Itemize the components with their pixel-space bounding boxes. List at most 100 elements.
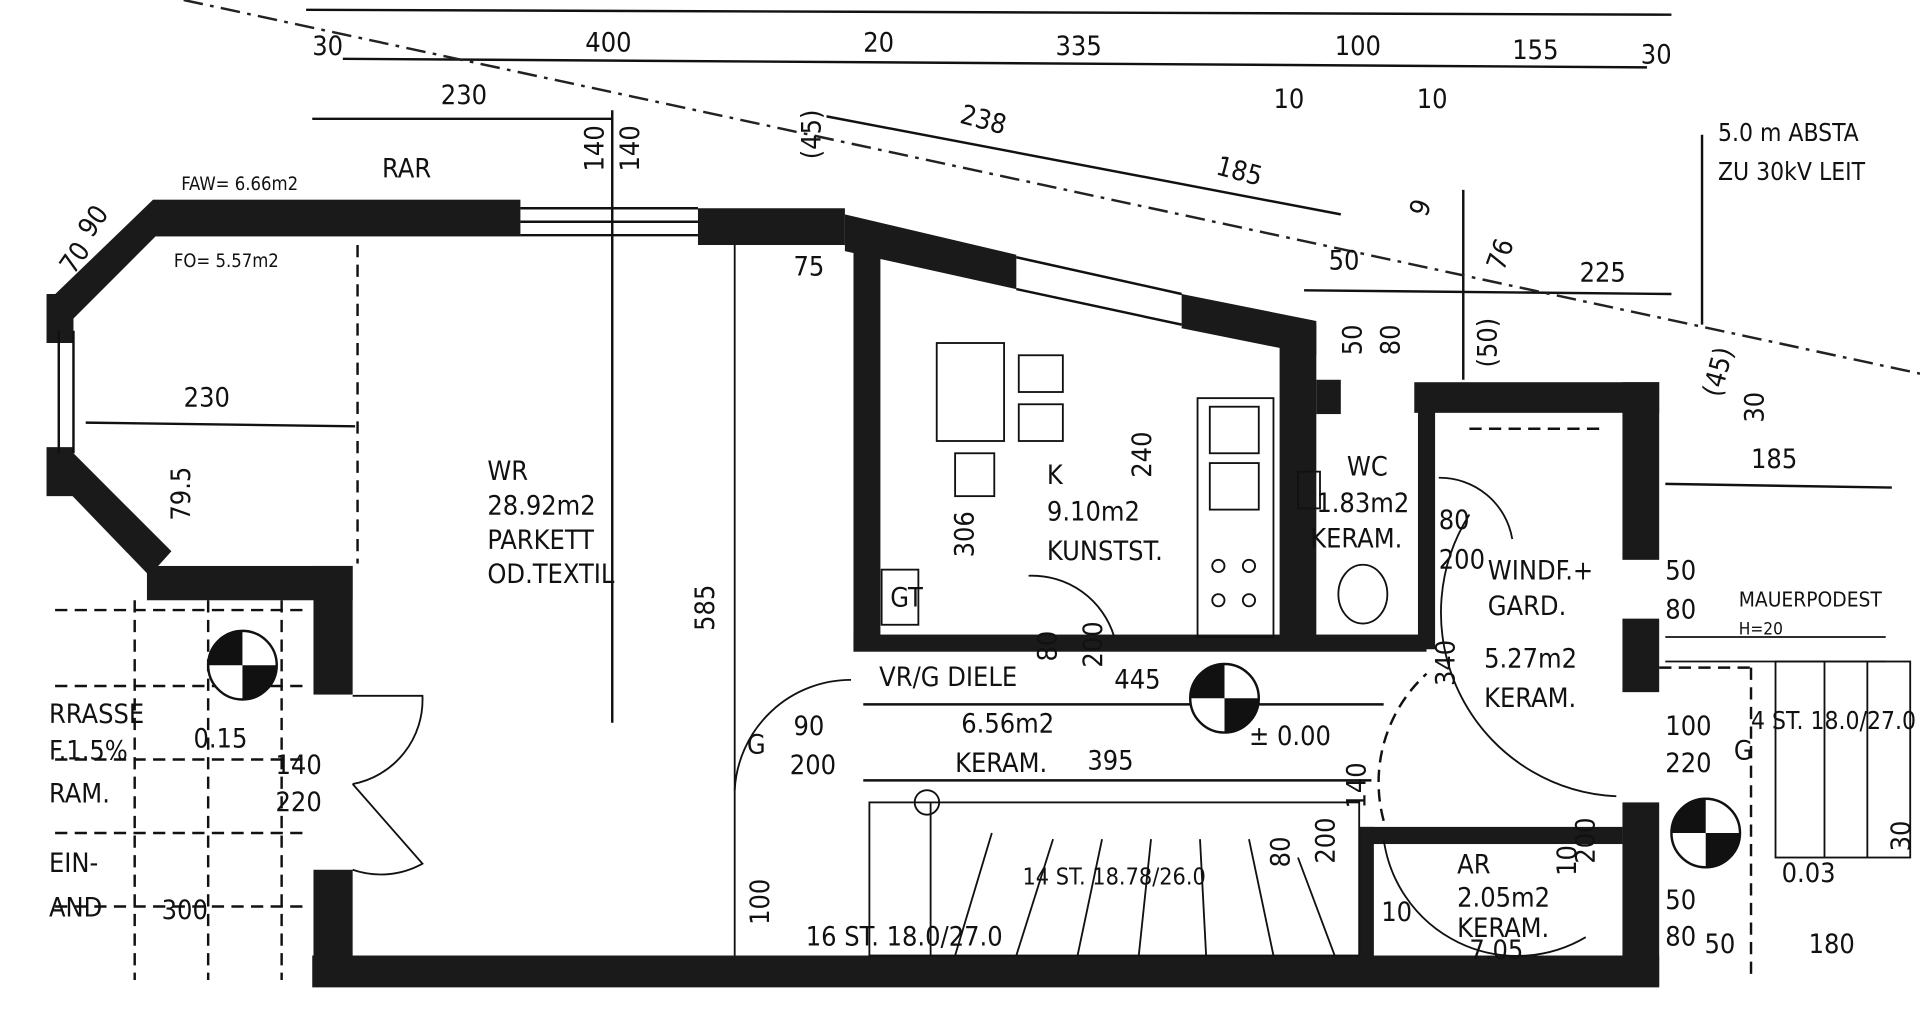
faw-label: FAW= 6.66m2 [181,174,298,195]
room-wr-area: 28.92m2 [487,491,595,522]
dimension-label: 30 [1886,821,1917,852]
room-wr-floor: PARKETT [487,525,594,556]
dimension-label: 140 [580,125,611,171]
dimension-label: 200 [790,750,836,781]
mauerpodest-height: H=20 [1739,620,1783,640]
dimension-label: 10 [1417,84,1448,115]
room-labels: WR 28.92m2 PARKETT OD.TEXTIL K 9.10m2 KU… [49,451,1593,944]
left-note-1: EIN- [49,848,98,879]
room-k-area: 9.10m2 [1047,497,1140,528]
dimension-label: 30 [1739,392,1770,423]
dimension-label: G [1734,736,1753,767]
dimension-label: 100 [1665,711,1711,742]
room-windf-name2: GARD. [1488,591,1567,622]
dimension-label: 395 [1087,745,1133,776]
dimension-label: 140 [615,125,646,171]
dimension-label: 7.05 [1469,935,1523,966]
dimension-label: 50 [1338,324,1369,355]
dimension-label: G [747,729,766,760]
gt-label: GT [890,582,923,613]
dimension-label: 80 [1033,631,1064,662]
dimension-label: (50) [1472,318,1503,368]
dimension-label: 200 [1078,621,1109,667]
dimension-label: 50 [1665,555,1696,586]
fo-label: FO= 5.57m2 [174,251,279,272]
dimension-label: 10 [1273,84,1304,115]
dimension-label: 80 [1376,324,1407,355]
stair-main-label: 16 ST. 18.0/27.0 [806,922,1003,953]
room-windf-floor: KERAM. [1484,683,1576,714]
dimension-lines [85,0,1920,782]
room-diele-area: 6.56m2 [961,709,1054,740]
room-terrace-name: RRASSE [49,699,144,730]
room-diele-name: VR/G DIELE [879,662,1017,693]
dimension-label: 100 [1335,31,1381,62]
dimension-label: 80 [1439,505,1470,536]
dimension-label: 79.5 [166,467,197,521]
dimension-label: 50 [1329,246,1360,277]
dimension-label: 185 [1213,151,1266,193]
staircase [868,789,1361,957]
dimension-label: (45) [1697,344,1740,400]
dimension-label: 238 [957,99,1010,141]
dimension-label: 140 [276,750,322,781]
dimension-label: 50 [1665,885,1696,916]
dimension-label: 75 [793,252,824,283]
dimension-label: 340 [1431,640,1462,686]
room-ar-area: 2.05m2 [1457,883,1550,914]
level-main: ± 0.00 [1249,721,1331,752]
dimension-label: 200 [1311,817,1342,863]
dimension-label: 90 [72,200,115,243]
room-k-floor: KUNSTST. [1047,536,1163,567]
dimension-label: 225 [1580,258,1626,289]
dimension-label: 220 [276,787,322,818]
room-windf-name: WINDF.+ [1488,555,1593,586]
room-k-name: K [1047,460,1064,491]
dimension-label: 230 [184,383,230,414]
level-marker-entry [1670,797,1742,869]
dimension-label: 9 [1404,195,1438,220]
annotations: 5.0 m ABSTA ZU 30kV LEIT RAR FAW= 6.66m2… [49,118,1916,953]
dimension-label: 300 [162,895,208,926]
doors [351,476,1617,957]
dimension-label: 200 [1439,544,1485,575]
dimension-label: (45) [796,109,827,159]
dimension-label: 306 [949,511,980,557]
dimension-label: 76 [1481,235,1521,275]
room-wc-name: WC [1347,451,1388,482]
room-terrace-slope: F.1.5% [49,736,128,767]
level-marker-hall [1188,662,1260,734]
fixtures [55,245,1912,981]
dimension-label: 50 [1704,929,1735,960]
dimension-label: 80 [1665,922,1696,953]
level-entry: 0.03 [1782,858,1836,889]
level-marker-terrace [206,629,278,701]
dimension-label: 100 [745,879,776,925]
distance-note-line1: 5.0 m ABSTA [1718,118,1859,147]
dimension-label: 400 [585,27,631,58]
room-wc-floor: KERAM. [1310,524,1402,555]
room-ar-name: AR [1457,849,1491,880]
room-windf-area: 5.27m2 [1484,644,1577,675]
dimension-label: 200 [1570,817,1601,863]
left-note-2: AND [49,892,102,923]
dimension-label: 230 [441,80,487,111]
room-terrace-floor: RAM. [49,778,110,809]
dimension-label: 10 [1381,897,1412,928]
room-wr-floor2: OD.TEXTIL [487,559,615,590]
dimension-label: 220 [1665,748,1711,779]
dimension-label: 240 [1127,432,1158,478]
stair-upper-label: 14 ST. 18.78/26.0 [1022,863,1205,890]
level-markers [206,629,1742,869]
room-diele-floor: KERAM. [955,748,1047,779]
dimension-label: 30 [1641,40,1672,71]
dimension-label: 10 [1552,845,1583,876]
dimension-label: 445 [1114,664,1160,695]
walls [46,199,1660,988]
level-terrace: 0.15 [193,723,247,754]
room-ar-floor: KERAM. [1457,913,1549,944]
rar-label: RAR [382,154,431,185]
dimension-label: 585 [690,585,721,631]
